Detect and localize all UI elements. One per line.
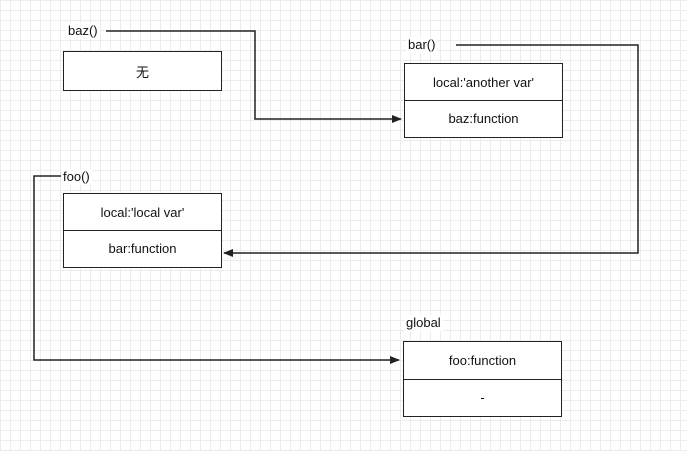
global-scope-box: foo:function - xyxy=(403,341,562,417)
bar-scope-box: local:'another var' baz:function xyxy=(404,63,563,138)
bar-scope-baz-cell: baz:function xyxy=(405,100,562,136)
foo-scope-title: foo() xyxy=(61,169,92,185)
global-scope-foo-cell: foo:function xyxy=(448,353,517,368)
foo-scope-box: local:'local var' bar:function xyxy=(63,193,222,268)
arrow-foo-to-global xyxy=(33,175,400,364)
foo-scope-local-cell: local:'local var' xyxy=(100,204,185,220)
arrow-baz-to-bar xyxy=(106,30,402,123)
global-scope-empty-cell: - xyxy=(404,379,561,415)
bar-scope-title: bar() xyxy=(406,37,438,53)
bar-scope-local-cell: local:'another var' xyxy=(432,74,535,90)
baz-scope-empty-cell: 无 xyxy=(135,64,149,80)
foo-scope-bar-cell: bar:function xyxy=(64,230,221,266)
baz-scope-box: 无 xyxy=(63,51,222,91)
global-scope-title: global xyxy=(404,315,443,331)
baz-scope-title: baz() xyxy=(66,23,100,39)
arrow-bar-to-foo xyxy=(223,44,639,257)
